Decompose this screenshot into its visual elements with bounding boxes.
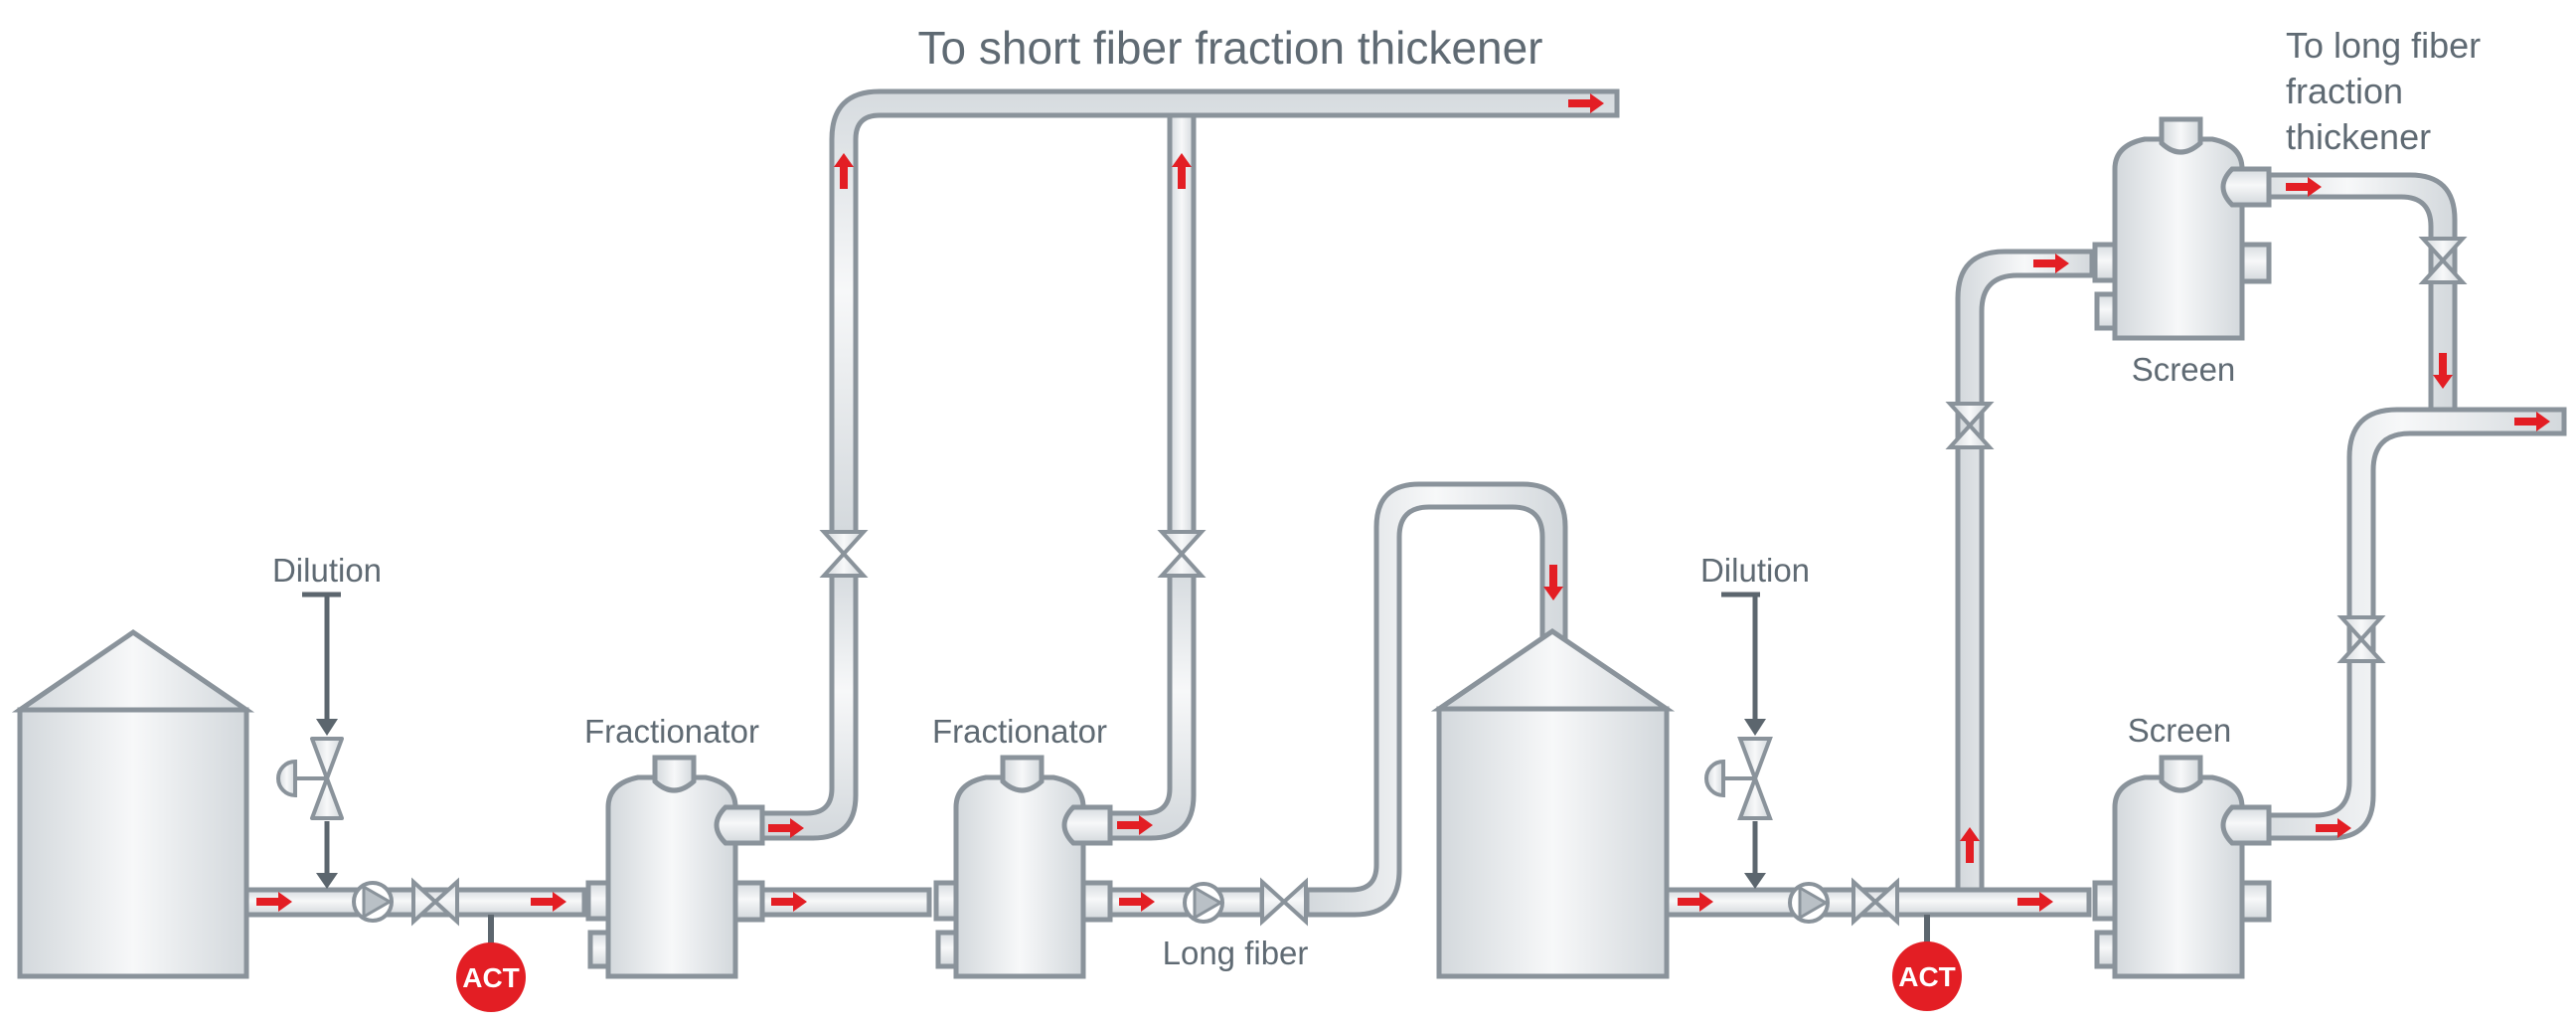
valve-frac2-overflow[interactable] (1157, 530, 1207, 578)
label-short-fiber-destination: To short fiber fraction thickener (918, 22, 1543, 74)
fractionator-1[interactable] (585, 755, 765, 979)
label-long-fiber-destination-3: thickener (2286, 116, 2431, 157)
valve-frac1-overflow[interactable] (819, 530, 869, 578)
valve-upper-screen-accept[interactable] (2418, 237, 2468, 284)
act-sensor-1[interactable]: ACT (456, 915, 526, 1012)
act-sensor-1-label: ACT (462, 962, 520, 993)
label-fractionator-2: Fractionator (932, 713, 1107, 750)
pipe-short-fiber-header (829, 88, 1620, 540)
dilution-control-valve-1[interactable] (276, 737, 344, 820)
label-screen-upper: Screen (2132, 351, 2236, 388)
valve-1[interactable] (411, 877, 459, 927)
label-dilution-2: Dilution (1700, 552, 1810, 589)
dilution-line-2 (1721, 592, 1766, 889)
label-long-fiber-destination-2: fraction (2286, 71, 2403, 111)
screen-upper[interactable] (2092, 116, 2272, 341)
pump-1[interactable] (352, 881, 394, 923)
dilution-line-1 (302, 592, 341, 889)
pump-2[interactable] (1183, 882, 1224, 924)
pipe-fractionator2-overflow (1105, 569, 1197, 841)
act-sensor-2-label: ACT (1898, 961, 1956, 992)
pipe-fractionator1-overflow (757, 569, 859, 841)
act-sensor-2[interactable]: ACT (1892, 915, 1962, 1011)
pipe-lower-screen-accept (2238, 407, 2567, 841)
fractionator-2[interactable] (933, 755, 1113, 979)
valve-3[interactable] (1852, 877, 1899, 927)
valve-2[interactable] (1260, 877, 1308, 927)
screen-lower[interactable] (2092, 755, 2272, 979)
label-long-fiber: Long fiber (1163, 935, 1309, 971)
pipe-riser-upper-screen (1955, 249, 2095, 893)
label-dilution-1: Dilution (272, 552, 382, 589)
label-screen-lower: Screen (2128, 712, 2232, 749)
dilution-control-valve-2[interactable] (1704, 737, 1773, 820)
label-fractionator-1: Fractionator (584, 713, 759, 750)
pipe-upper-screen-accept (2238, 172, 2458, 413)
label-long-fiber-destination-1: To long fiber (2286, 25, 2481, 66)
valve-lower-screen-accept[interactable] (2336, 615, 2386, 663)
storage-tank-2[interactable] (1430, 627, 1676, 979)
storage-tank-1[interactable] (11, 628, 255, 979)
valve-riser-upper-screen[interactable] (1945, 402, 1995, 449)
pump-3[interactable] (1788, 882, 1830, 924)
